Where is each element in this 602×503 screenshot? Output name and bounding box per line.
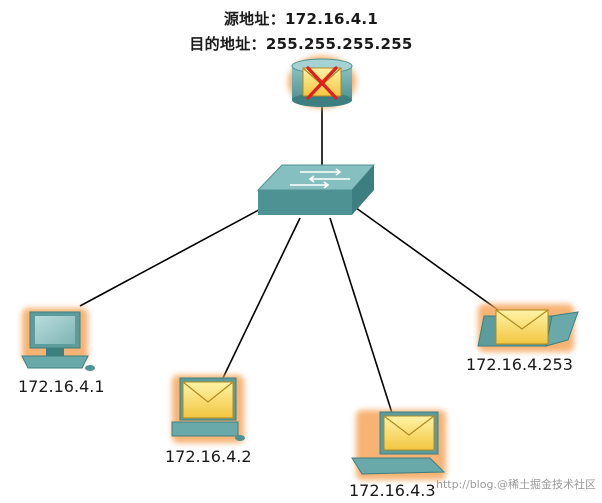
destination-address-value: 255.255.255.255 [265, 35, 413, 53]
envelope-icon [495, 309, 549, 345]
host-ip-pc1: 172.16.4.1 [18, 377, 105, 396]
link-switch-pc1 [79, 204, 269, 307]
host-ip-pc2: 172.16.4.2 [165, 447, 252, 466]
host-ip-laptop253: 172.16.4.253 [466, 355, 573, 374]
source-address-line: 源地址：172.16.4.1 [0, 8, 602, 29]
laptop-253 [477, 304, 579, 352]
laptop-3 [351, 410, 446, 480]
links [79, 106, 499, 414]
link-switch-laptop253 [351, 204, 499, 311]
switch-front [258, 190, 352, 215]
host-ip-laptop3: 172.16.4.3 [349, 481, 436, 500]
envelope-icon [182, 381, 234, 419]
switch-side [352, 165, 374, 215]
switch-icon [290, 168, 350, 189]
source-address-label: 源地址： [223, 10, 286, 28]
source-address-value: 172.16.4.1 [285, 10, 379, 28]
router [288, 56, 356, 108]
link-switch-pc2 [221, 217, 301, 381]
link-switch-laptop3 [329, 217, 393, 414]
switch [256, 164, 376, 215]
destination-address-label: 目的地址： [189, 35, 266, 53]
watermark: http://blog.@稀土掘金技术社区 [436, 478, 596, 491]
desktop-pc-2 [171, 375, 245, 443]
blocked-x-icon [306, 66, 338, 100]
desktop-pc-1 [21, 308, 95, 371]
destination-address-line: 目的地址：255.255.255.255 [0, 33, 602, 54]
envelope-icon [383, 415, 435, 451]
desktop-pc-icon [21, 311, 95, 371]
